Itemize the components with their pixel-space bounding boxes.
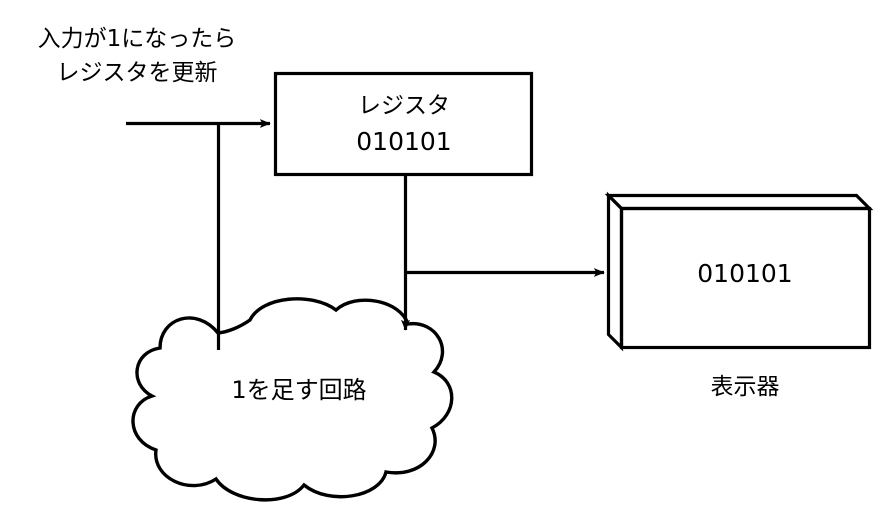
annotation-line-1: 入力が1になったら (38, 26, 237, 52)
circuit-block[interactable]: 1を足す回路 (131, 297, 454, 502)
annotation-line-2: レジスタを更新 (57, 60, 218, 86)
register-box-outline (273, 71, 534, 177)
display-front-face (619, 206, 872, 350)
register-label: レジスタ (358, 93, 450, 119)
display-caption-label: 表示器 (711, 374, 780, 400)
register-value: 010101 (356, 127, 451, 156)
display-block[interactable]: 010101 (604, 191, 874, 352)
display-top-face (604, 193, 874, 211)
display-side-face (606, 191, 624, 352)
display-caption: 表示器 (711, 374, 780, 400)
annotation-text: 入力が1になったら レジスタを更新 (38, 26, 237, 86)
circuit-label: 1を足す回路 (231, 376, 366, 404)
register-block[interactable]: レジスタ 010101 (273, 71, 534, 177)
display-value: 010101 (697, 259, 792, 288)
cloud-outline (131, 297, 454, 502)
